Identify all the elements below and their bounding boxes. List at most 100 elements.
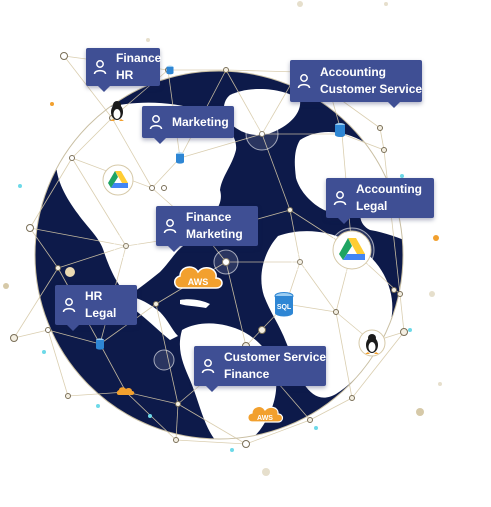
sql-database-icon[interactable] [96, 338, 104, 350]
network-node [10, 334, 18, 342]
label-line: HR [116, 68, 134, 82]
department-label-marketing[interactable]: Marketing [142, 106, 234, 144]
network-node [397, 291, 403, 297]
label-line: Finance [186, 210, 232, 224]
user-icon [149, 115, 163, 130]
mesh-link [71, 117, 113, 159]
sql-database-icon[interactable] [166, 65, 174, 75]
label-line: Finance [224, 367, 270, 381]
network-node [391, 287, 397, 293]
network-node [153, 301, 159, 307]
network-node [149, 185, 155, 191]
department-label-hr-legal[interactable]: HR Legal [55, 285, 137, 331]
aws-cloud-icon[interactable] [116, 387, 135, 395]
google-drive-icon[interactable] [102, 164, 134, 196]
network-node [400, 328, 408, 336]
mesh-link [335, 311, 353, 399]
network-node [69, 155, 75, 161]
mesh-link [63, 55, 113, 119]
background-speck [438, 382, 442, 386]
linux-penguin-icon[interactable] [358, 329, 386, 357]
mesh-link [175, 439, 247, 445]
sql-database-icon[interactable] [335, 123, 345, 137]
mesh-link [47, 329, 69, 397]
mesh-link [29, 227, 127, 247]
mesh-link [261, 133, 291, 211]
user-icon [297, 74, 311, 89]
label-line: Legal [356, 199, 388, 213]
landmass-caribbean [180, 299, 210, 308]
landmass-north-america [56, 102, 237, 296]
network-node [333, 309, 339, 315]
background-speck [297, 1, 303, 7]
label-line: Marketing [172, 114, 229, 129]
mesh-link [125, 391, 179, 405]
mesh-link [289, 209, 301, 263]
background-speck [429, 291, 435, 297]
background-speck [384, 2, 388, 6]
globe-outline [34, 70, 404, 440]
label-line: HR [85, 289, 103, 303]
label-line: Legal [85, 306, 117, 320]
background-speck [230, 448, 234, 452]
mesh-link [177, 403, 247, 445]
background-speck [146, 38, 150, 42]
node-glow [153, 349, 175, 371]
aws-cloud-label: AWS [188, 277, 209, 287]
google-drive-icon[interactable] [332, 230, 372, 270]
label-line: Accounting [356, 182, 422, 196]
background-speck [65, 267, 75, 277]
sql-database-icon[interactable]: SQL [274, 292, 294, 317]
network-node [26, 224, 34, 232]
label-line: Marketing [186, 227, 243, 241]
mesh-link [351, 331, 405, 399]
network-node [123, 243, 129, 249]
network-node [173, 437, 179, 443]
node-glow [213, 249, 239, 275]
background-speck [50, 102, 54, 106]
network-node [223, 67, 229, 73]
aws-cloud-label: AWS [257, 415, 273, 422]
label-line: Customer Service [320, 82, 423, 96]
mesh-link [225, 69, 263, 135]
mesh-link [341, 133, 385, 151]
network-node [287, 207, 293, 213]
network-node [222, 258, 230, 266]
user-icon [333, 191, 347, 206]
linux-penguin-icon[interactable] [110, 101, 124, 121]
label-line: Accounting [320, 65, 386, 79]
network-node [377, 125, 383, 131]
network-node [349, 395, 355, 401]
aws-cloud-icon[interactable]: AWS [174, 266, 223, 289]
mesh-link [309, 397, 353, 421]
node-glow [291, 253, 309, 271]
background-speck [3, 283, 9, 289]
network-node [175, 401, 181, 407]
background-speck [262, 468, 270, 476]
network-node [297, 259, 303, 265]
mesh-link [71, 157, 127, 247]
mesh-link [151, 157, 181, 189]
mesh-link [29, 227, 59, 269]
mesh-link [99, 343, 127, 393]
mesh-link [225, 261, 247, 347]
aws-cloud-icon[interactable]: AWS [247, 405, 284, 423]
sql-database-label: SQL [277, 304, 292, 311]
network-node [65, 393, 71, 399]
background-speck [42, 350, 46, 354]
node-glow [245, 117, 279, 151]
background-speck [433, 235, 439, 241]
network-node [161, 185, 167, 191]
mesh-link [13, 329, 49, 339]
sql-database-icon[interactable] [176, 152, 184, 164]
network-node [259, 131, 265, 137]
network-node [381, 147, 387, 153]
mesh-link [299, 261, 337, 313]
user-icon [62, 298, 76, 313]
